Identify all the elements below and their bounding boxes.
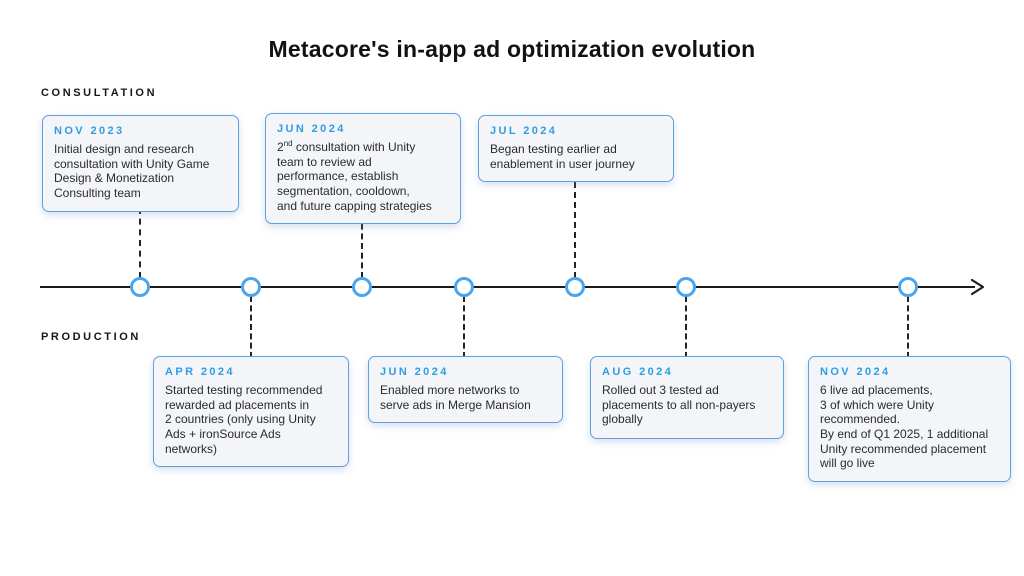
connector-nov-2024	[907, 296, 909, 358]
event-date: NOV 2024	[820, 366, 891, 378]
connector-jun-2024-consultation	[361, 214, 363, 278]
timeline-axis	[40, 286, 975, 288]
connector-nov-2023	[139, 208, 141, 278]
event-date: APR 2024	[165, 366, 235, 378]
connector-jul-2024	[574, 182, 576, 278]
event-date: JUN 2024	[380, 366, 449, 378]
timeline-arrowhead-icon	[970, 278, 985, 296]
event-date: JUL 2024	[490, 125, 558, 137]
event-text: Started testing recommended rewarded ad …	[165, 383, 323, 456]
event-date: AUG 2024	[602, 366, 674, 378]
timeline-node-apr-2024	[241, 277, 261, 297]
timeline-node-jun-2024-production	[454, 277, 474, 297]
connector-apr-2024	[250, 296, 252, 358]
timeline-node-jul-2024	[565, 277, 585, 297]
lane-label-production: PRODUCTION	[41, 331, 141, 343]
page-title: Metacore's in-app ad optimization evolut…	[268, 36, 756, 62]
event-text: 2nd consultation with Unity team to revi…	[277, 140, 449, 213]
event-text-superscript: nd	[283, 139, 293, 148]
event-text: Enabled more networks to serve ads in Me…	[380, 383, 531, 412]
event-text: 6 live ad placements, 3 of which were Un…	[820, 383, 989, 471]
lane-label-consultation: CONSULTATION	[41, 87, 158, 99]
connector-jun-2024-production	[463, 296, 465, 358]
event-card-nov-2024: NOV 2024 6 live ad placements, 3 of whic…	[808, 356, 1011, 482]
timeline-node-aug-2024	[676, 277, 696, 297]
timeline-node-nov-2024	[898, 277, 918, 297]
event-card-apr-2024: APR 2024 Started testing recommended rew…	[153, 356, 349, 468]
event-text: Rolled out 3 tested ad placements to all…	[602, 383, 756, 427]
event-date: NOV 2023	[54, 125, 125, 137]
timeline-node-jun-2024-consultation	[352, 277, 372, 297]
event-text-rest: consultation with Unity team to review a…	[277, 140, 432, 213]
timeline-node-nov-2023	[130, 277, 150, 297]
event-card-jun-2024-production: JUN 2024 Enabled more networks to serve …	[368, 356, 563, 424]
event-text: Began testing earlier ad enablement in u…	[490, 142, 635, 171]
event-card-jun-2024-consultation: JUN 2024 2nd consultation with Unity tea…	[265, 113, 461, 225]
event-text-base: 2	[277, 140, 284, 154]
connector-aug-2024	[685, 296, 687, 358]
event-card-aug-2024: AUG 2024 Rolled out 3 tested ad placemen…	[590, 356, 784, 439]
event-card-jul-2024: JUL 2024 Began testing earlier ad enable…	[478, 115, 674, 183]
event-date: JUN 2024	[277, 123, 346, 135]
event-card-nov-2023: NOV 2023 Initial design and research con…	[42, 115, 239, 212]
event-text: Initial design and research consultation…	[54, 142, 210, 200]
